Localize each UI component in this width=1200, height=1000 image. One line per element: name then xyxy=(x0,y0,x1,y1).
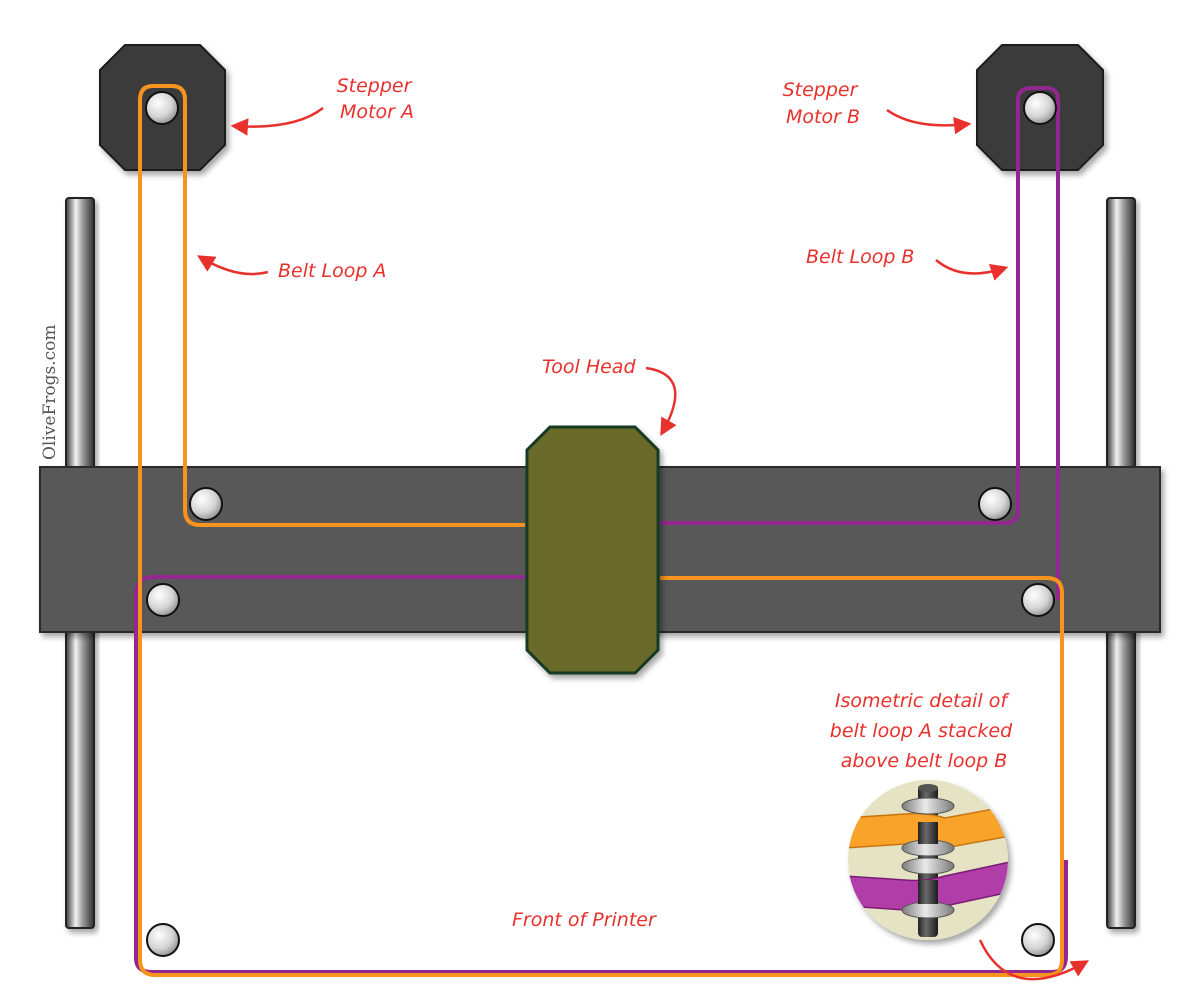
tool-head xyxy=(525,425,660,675)
isometric-detail xyxy=(848,780,1008,940)
label-motor-a-line-2: Motor A xyxy=(340,101,414,123)
label-motor-a: Stepper Motor A xyxy=(337,75,418,123)
belt-loop-b-upper xyxy=(660,86,1060,600)
arrow-belt-a xyxy=(197,255,269,276)
belt-loop-a xyxy=(138,84,1064,977)
label-detail: Isometric detail of belt loop A stacked … xyxy=(830,690,1018,772)
label-motor-b: Stepper Motor B xyxy=(783,79,864,128)
label-motor-b-line-2: Motor B xyxy=(786,106,860,128)
arrow-motor-a xyxy=(230,107,324,136)
label-detail-line-1: Isometric detail of xyxy=(835,690,1010,712)
pulley-motor-b xyxy=(1023,91,1057,125)
label-detail-line-2: belt loop A stacked xyxy=(830,720,1013,742)
label-tool-head: Tool Head xyxy=(542,356,636,378)
pulley-gantry-upper-right xyxy=(978,487,1012,521)
arrow-detail xyxy=(978,939,1090,981)
pulley-gantry-upper-left xyxy=(189,487,223,521)
watermark: OliveFrogs.com xyxy=(40,324,60,460)
label-belt-a: Belt Loop A xyxy=(278,260,386,282)
pulley-front-right xyxy=(1021,923,1055,957)
arrow-belt-b xyxy=(935,259,1009,281)
arrow-tool-head xyxy=(645,366,677,437)
label-motor-b-line-1: Stepper xyxy=(783,79,859,101)
arrow-motor-b xyxy=(886,108,972,135)
label-front-of-printer: Front of Printer xyxy=(512,909,657,931)
pulley-front-left xyxy=(146,923,180,957)
pulley-motor-a xyxy=(145,91,179,125)
label-motor-a-line-1: Stepper xyxy=(337,75,413,97)
label-detail-line-3: above belt loop B xyxy=(841,750,1007,772)
label-belt-b: Belt Loop B xyxy=(806,246,914,268)
pulley-gantry-lower-left xyxy=(146,583,180,617)
pulley-gantry-lower-right xyxy=(1021,583,1055,617)
